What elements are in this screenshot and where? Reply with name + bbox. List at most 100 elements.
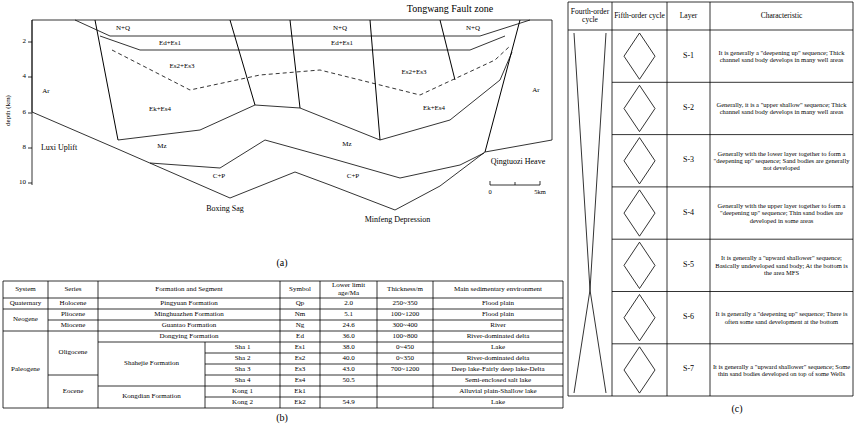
table-grid (3, 281, 563, 408)
label-cell: 54.9 (321, 397, 376, 408)
label-cell: River-dominated delta (434, 331, 562, 342)
label-cell: Ek2 (281, 397, 319, 408)
label-cell: C+P (340, 172, 366, 182)
label-cell: Generally with the lower layer together … (712, 135, 851, 187)
label-cell: Ar (526, 86, 546, 96)
label-cell: 300~400 (378, 320, 432, 331)
label-cell: Thickness/m (378, 281, 432, 298)
label-text: Lower limit age/Ma (321, 282, 376, 298)
label-cell: Mz (335, 140, 359, 150)
label-cell: It is generally a "upward shallower" seq… (712, 344, 851, 396)
label-cell: Es4 (281, 375, 319, 386)
label-text: 0~450 (396, 344, 414, 352)
label-cell: It is generally a "upward shallower" seq… (712, 239, 851, 291)
label-cell: Symbol (281, 281, 319, 298)
label-text: N+Q (465, 25, 481, 33)
cycle-curve (574, 33, 606, 393)
label-cell: 4 (14, 72, 27, 82)
label-cell: Kongdian Formation (99, 386, 204, 408)
label-cell: (c) (722, 402, 752, 416)
label-text: 6 (22, 109, 28, 117)
label-cell: 38.0 (321, 342, 376, 353)
label-cell: Layer (668, 2, 709, 30)
section-outline (32, 20, 552, 210)
label-text: Generally with the lower layer together … (712, 150, 851, 172)
label-text: It is generally a "deepening up" sequenc… (712, 49, 851, 64)
label-cell: Paleogene (4, 331, 47, 408)
label-cell: Generally, it is a "upper shallow" seque… (712, 82, 851, 134)
label-cell: N+Q (458, 24, 488, 34)
horizon-line (112, 46, 510, 95)
horizon-line (150, 140, 484, 178)
label-cell: Es2+Es3 (392, 68, 436, 78)
label-cell: S-6 (668, 292, 709, 344)
label-cell: 100~1200 (378, 309, 432, 320)
label-cell: C+P (205, 172, 233, 182)
label-cell: 0~350 (378, 353, 432, 364)
label-text: Fourth-order cycle (569, 8, 611, 25)
label-cell: Ar (36, 87, 56, 97)
label-cell: Generally with the upper layer together … (712, 187, 851, 239)
label-text: Oligocene (59, 349, 88, 357)
label-cell: 2.0 (321, 298, 376, 309)
label-cell: 5.1 (321, 309, 376, 320)
label-cell: Es2+Es3 (160, 62, 204, 72)
label-cell: (b) (268, 411, 296, 424)
label-cell: 0 (485, 187, 495, 196)
label-text: S-7 (683, 365, 694, 374)
label-text: Fifth-order cycle (614, 12, 665, 20)
label-text: Nm (295, 311, 306, 319)
label-cell: Formation and Segment (99, 281, 279, 298)
label-cell: Dongying Formation (99, 331, 279, 342)
label-text: Flood plain (482, 311, 514, 319)
label-text: 54.9 (342, 399, 354, 407)
label-cell: 100~800 (378, 331, 432, 342)
label-cell: River-dominated delta (434, 353, 562, 364)
label-text: 38.0 (342, 344, 354, 352)
label-text: Ar (41, 88, 50, 96)
label-text: Characteristic (761, 12, 803, 20)
label-text: Neogene (13, 316, 38, 324)
label-text: Symbol (289, 286, 311, 294)
label-text: C+P (212, 173, 227, 181)
label-text: Alluvial plain-Shallow lake (459, 388, 536, 396)
label-text: Minghuazhen Formation (154, 311, 223, 319)
label-text: 2 (22, 38, 28, 46)
label-text: 50.5 (342, 377, 354, 385)
label-cell: S-3 (668, 135, 709, 187)
label-text: 36.0 (342, 333, 354, 341)
label-text: Eocene (63, 388, 84, 396)
cross-section (28, 20, 552, 210)
label-cell: Ek+Es4 (415, 104, 453, 114)
label-cell: Main sedimentary environment (434, 281, 562, 298)
label-text: 24.6 (342, 322, 354, 330)
label-text: Flood plain (482, 300, 514, 308)
label-text: 2.0 (344, 300, 353, 308)
label-cell: Sha 3 (206, 364, 279, 375)
label-cell: 24.6 (321, 320, 376, 331)
label-cell: Series (49, 281, 97, 298)
label-text: River-dominated delta (467, 355, 530, 363)
label-cell: 8 (14, 143, 27, 153)
label-cell: depth (km) (4, 81, 13, 141)
label-text: depth (km) (4, 94, 12, 127)
label-text: Layer (680, 12, 698, 20)
horizon-line (75, 20, 530, 36)
label-cell: 5km (528, 187, 552, 196)
label-text: Ek+Es4 (422, 105, 446, 113)
label-cell: 40.0 (321, 353, 376, 364)
label-cell: Ed (281, 331, 319, 342)
label-cell: Sha 1 (206, 342, 279, 353)
label-cell: 43.0 (321, 364, 376, 375)
label-cell: Nm (281, 309, 319, 320)
label-cell: Semi-enclosed salt lake (434, 375, 562, 386)
label-cell: Lower limit age/Ma (321, 281, 376, 298)
label-text: 250~350 (393, 300, 418, 308)
label-cell: Eocene (49, 375, 97, 408)
horizon-line (118, 52, 512, 140)
label-text: Generally with the upper layer together … (712, 202, 851, 224)
label-text: 8 (22, 144, 28, 152)
label-text: Mz (341, 141, 352, 149)
label-cell: Oligocene (49, 331, 97, 375)
label-cell: Es2 (281, 353, 319, 364)
